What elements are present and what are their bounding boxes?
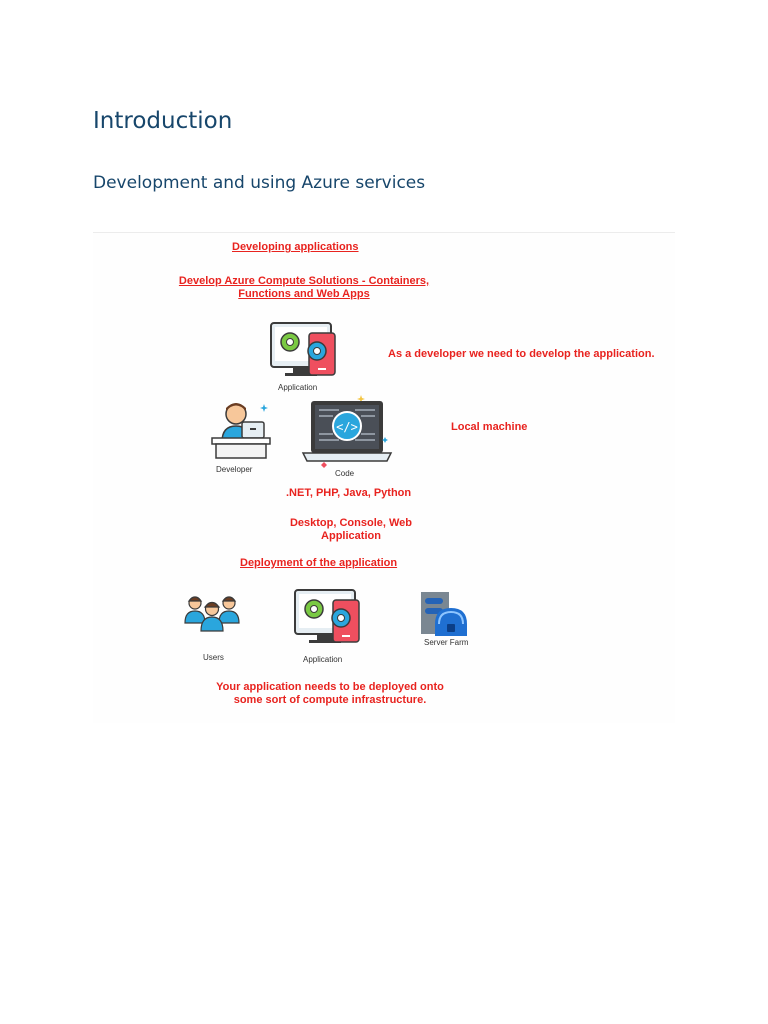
users-icon — [183, 593, 243, 640]
caption-server-farm: Server Farm — [424, 638, 469, 647]
slide-subheading-line2: Functions and Web Apps — [238, 288, 370, 300]
svg-text:</>: </> — [336, 420, 358, 434]
developer-icon — [208, 398, 272, 467]
languages-label: .NET, PHP, Java, Python — [286, 487, 412, 499]
deploy-note-line2: some sort of compute infrastructure. — [233, 694, 427, 706]
page-subtitle: Development and using Azure services — [93, 173, 426, 193]
app-types-line1: Desktop, Console, Web — [289, 517, 413, 529]
caption-application-bottom: Application — [303, 655, 343, 664]
slide-heading: Developing applications — [232, 241, 359, 253]
slide-subheading-line1: Develop Azure Compute Solutions - Contai… — [178, 275, 430, 287]
caption-developer: Developer — [216, 465, 253, 474]
developer-note: As a developer we need to develop the ap… — [388, 348, 655, 360]
slide-diagram: Developing applications Develop Azure Co… — [93, 232, 675, 723]
page-title: Introduction — [93, 108, 233, 134]
caption-code: Code — [335, 469, 355, 478]
local-machine-label: Local machine — [451, 421, 528, 433]
deploy-note-line1: Your application needs to be deployed on… — [216, 681, 444, 693]
app-types-line2: Application — [321, 530, 381, 542]
application-icon — [293, 588, 363, 651]
caption-users: Users — [203, 653, 224, 662]
caption-application-top: Application — [278, 383, 318, 392]
code-laptop-icon: </> — [301, 393, 393, 474]
deployment-heading: Deployment of the application — [240, 557, 398, 569]
application-icon — [269, 321, 339, 384]
server-farm-icon — [419, 590, 469, 643]
